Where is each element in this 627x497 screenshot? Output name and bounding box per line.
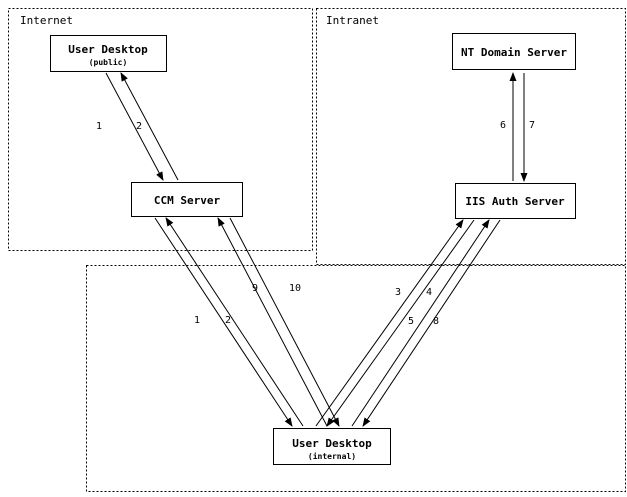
step-label-4: 4: [426, 287, 432, 298]
node-user-desktop-public-box[interactable]: [50, 35, 167, 72]
zone-internal-border: [86, 265, 626, 492]
node-nt-domain-server-title: NT Domain Server: [461, 46, 567, 59]
flow-1-public-line: [105, 72, 164, 181]
node-ccm-server-title: CCM Server: [154, 194, 221, 207]
step-label-8: 8: [433, 316, 439, 327]
step-label-1-internal: 1: [194, 315, 200, 326]
step-label-2-public: 2: [136, 121, 142, 132]
zone-internet-border: [8, 8, 313, 251]
flow-8-line: [362, 219, 501, 427]
step-label-1-public: 1: [96, 121, 102, 132]
flow-4-line: [326, 219, 475, 427]
step-label-7: 7: [529, 120, 535, 131]
node-user-desktop-internal-title: User Desktop: [292, 437, 372, 450]
flow-5-line: [351, 219, 490, 427]
flow-2-internal-line: [165, 217, 304, 427]
node-nt-domain-server[interactable]: NT Domain Server: [452, 33, 576, 70]
flow-2-public-line: [120, 72, 179, 181]
step-label-3: 3: [395, 287, 401, 298]
node-ccm-server-box[interactable]: [131, 182, 243, 217]
node-user-desktop-internal[interactable]: User Desktop (internal): [273, 428, 391, 465]
zone-intranet: Intranet: [316, 8, 626, 265]
node-user-desktop-public-subtitle: (public): [89, 57, 128, 67]
step-label-10: 10: [289, 283, 301, 294]
node-iis-auth-server-box[interactable]: [455, 183, 576, 219]
zone-intranet-border: [316, 8, 626, 265]
step-label-2-internal: 2: [225, 315, 231, 326]
node-iis-auth-server-title: IIS Auth Server: [465, 195, 565, 208]
zone-internal: [86, 265, 626, 492]
node-user-desktop-public-title: User Desktop: [68, 43, 148, 56]
node-user-desktop-internal-subtitle: (internal): [308, 451, 356, 461]
flow-9-line: [217, 217, 328, 427]
flow-1-internal-line: [154, 217, 293, 427]
node-iis-auth-server[interactable]: IIS Auth Server: [455, 183, 576, 219]
zone-intranet-label: Intranet: [326, 14, 379, 27]
step-label-5: 5: [408, 316, 414, 327]
flow-10-line: [229, 217, 340, 427]
node-nt-domain-server-box[interactable]: [452, 33, 576, 70]
node-ccm-server[interactable]: CCM Server: [131, 182, 243, 217]
step-label-6: 6: [500, 120, 506, 131]
flow-3-line: [315, 219, 464, 427]
node-user-desktop-internal-box[interactable]: [273, 428, 391, 465]
zone-internet-label: Internet: [20, 14, 73, 27]
zone-internet: Internet: [8, 8, 313, 251]
step-label-9: 9: [252, 283, 258, 294]
node-user-desktop-public[interactable]: User Desktop (public): [50, 35, 167, 72]
